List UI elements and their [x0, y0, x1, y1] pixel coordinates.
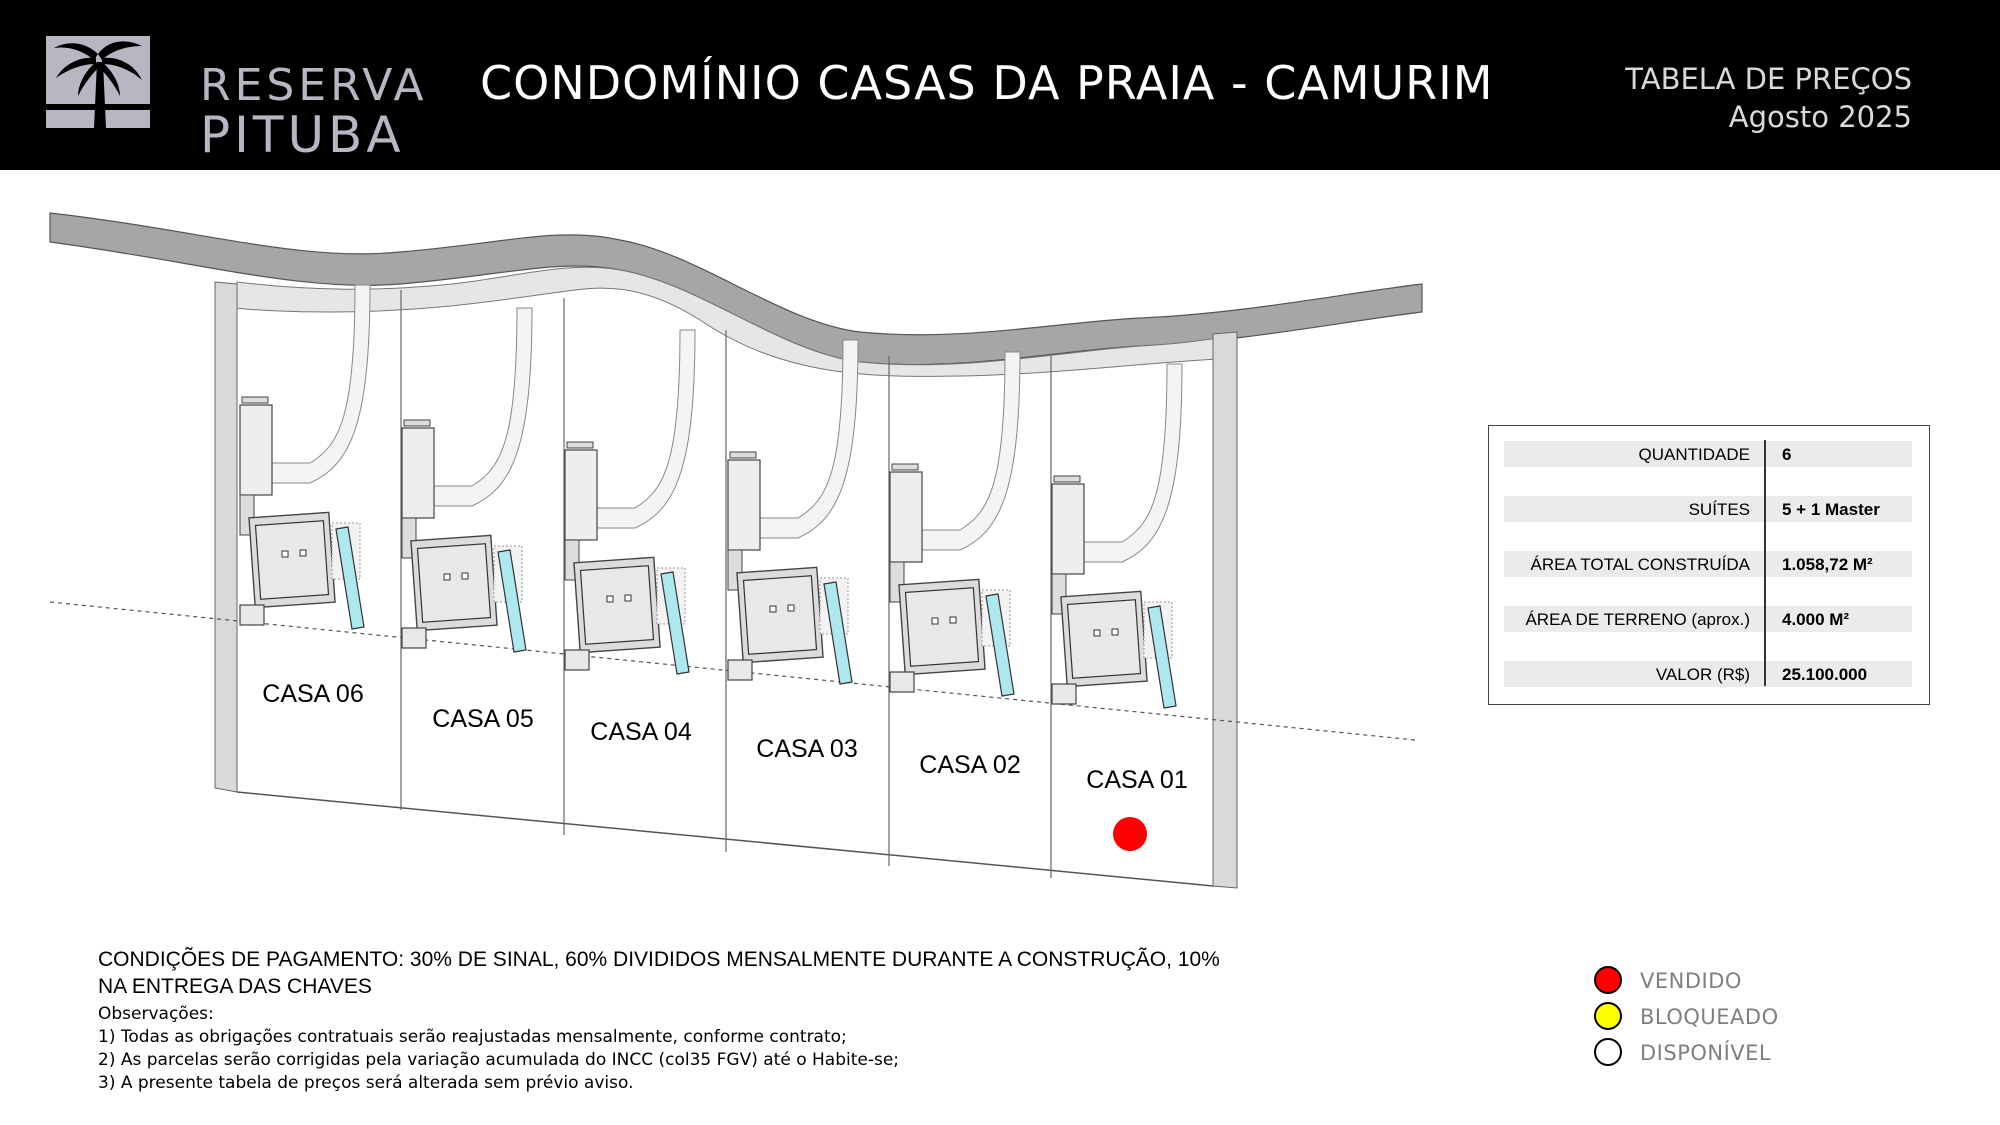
left-wall	[214, 281, 238, 793]
red-circle-icon	[1594, 966, 1622, 994]
site-plan: CASA 06 CASA 05 CASA 04 CASA 03 CASA 02 CASA …	[49, 212, 1423, 889]
legend-label: BLOQUEADO	[1640, 1005, 1779, 1029]
info-table-divider	[1764, 440, 1766, 686]
sold-marker-icon	[1113, 817, 1147, 851]
house-label: CASA 04	[590, 718, 692, 746]
house-plan	[401, 307, 533, 653]
info-value: 5 + 1 Master	[1782, 500, 1880, 519]
observation-1: 1) Todas as obrigações contratuais serão…	[98, 1027, 847, 1047]
house-label: CASA 06	[262, 680, 363, 708]
house-plan	[239, 284, 371, 630]
house-plan	[727, 339, 859, 685]
yellow-circle-icon	[1594, 1002, 1622, 1030]
house-label: CASA 01	[1086, 766, 1187, 794]
observations-title: Observações:	[98, 1004, 214, 1024]
logo-text-reserva: RESERVA	[200, 60, 428, 111]
info-label: ÁREA DE TERRENO (aprox.)	[1525, 610, 1750, 629]
lot-dividers	[400, 290, 1052, 878]
observation-3: 3) A presente tabela de preços será alte…	[98, 1073, 634, 1093]
house-plan	[1051, 363, 1183, 709]
house-label: CASA 03	[756, 735, 857, 763]
info-row: ÁREA DE TERRENO (aprox.) 4.000 M²	[1504, 606, 1912, 632]
logo-text-pituba: PITUBA	[200, 106, 405, 164]
palm-logo-icon	[46, 36, 150, 128]
info-row: VALOR (R$) 25.100.000	[1504, 661, 1912, 687]
white-circle-icon	[1594, 1038, 1622, 1066]
reserva-pituba-logo: RESERVA PITUBA	[46, 34, 424, 164]
info-label: QUANTIDADE	[1638, 445, 1750, 464]
info-row: SUÍTES 5 + 1 Master	[1504, 496, 1912, 522]
price-table-date: Agosto 2025	[1728, 100, 1912, 134]
observation-2: 2) As parcelas serão corrigidas pela var…	[98, 1050, 900, 1070]
payment-conditions: CONDIÇÕES DE PAGAMENTO: 30% DE SINAL, 60…	[98, 948, 1220, 998]
info-value: 25.100.000	[1782, 665, 1868, 684]
page-title: CONDOMÍNIO CASAS DA PRAIA - CAMURIM	[480, 56, 1494, 110]
legend-label: VENDIDO	[1640, 969, 1742, 993]
house-label: CASA 05	[432, 705, 533, 733]
info-label: ÁREA TOTAL CONSTRUÍDA	[1530, 555, 1750, 574]
house-plan	[564, 329, 696, 675]
info-row: QUANTIDADE 6	[1504, 441, 1912, 467]
right-wall	[1212, 331, 1238, 889]
info-value: 1.058,72 M²	[1782, 555, 1873, 574]
info-label: SUÍTES	[1688, 500, 1750, 519]
price-table-title: TABELA DE PREÇOS	[1625, 62, 1912, 96]
info-value: 4.000 M²	[1782, 610, 1850, 629]
info-row: ÁREA TOTAL CONSTRUÍDA 1.058,72 M²	[1504, 551, 1912, 577]
price-table-heading: TABELA DE PREÇOS Agosto 2025	[1625, 60, 1912, 136]
info-value: 6	[1782, 445, 1792, 464]
house-plan	[889, 351, 1021, 697]
header-bar: RESERVA PITUBA CONDOMÍNIO CASAS DA PRAIA…	[0, 0, 2000, 170]
observations: Observações: 1) Todas as obrigações cont…	[98, 1003, 1248, 1095]
legend-label: DISPONÍVEL	[1640, 1041, 1772, 1065]
lot-boundary	[236, 791, 1214, 887]
house-label: CASA 02	[919, 751, 1020, 779]
road	[49, 212, 1423, 366]
info-label: VALOR (R$)	[1655, 665, 1750, 684]
